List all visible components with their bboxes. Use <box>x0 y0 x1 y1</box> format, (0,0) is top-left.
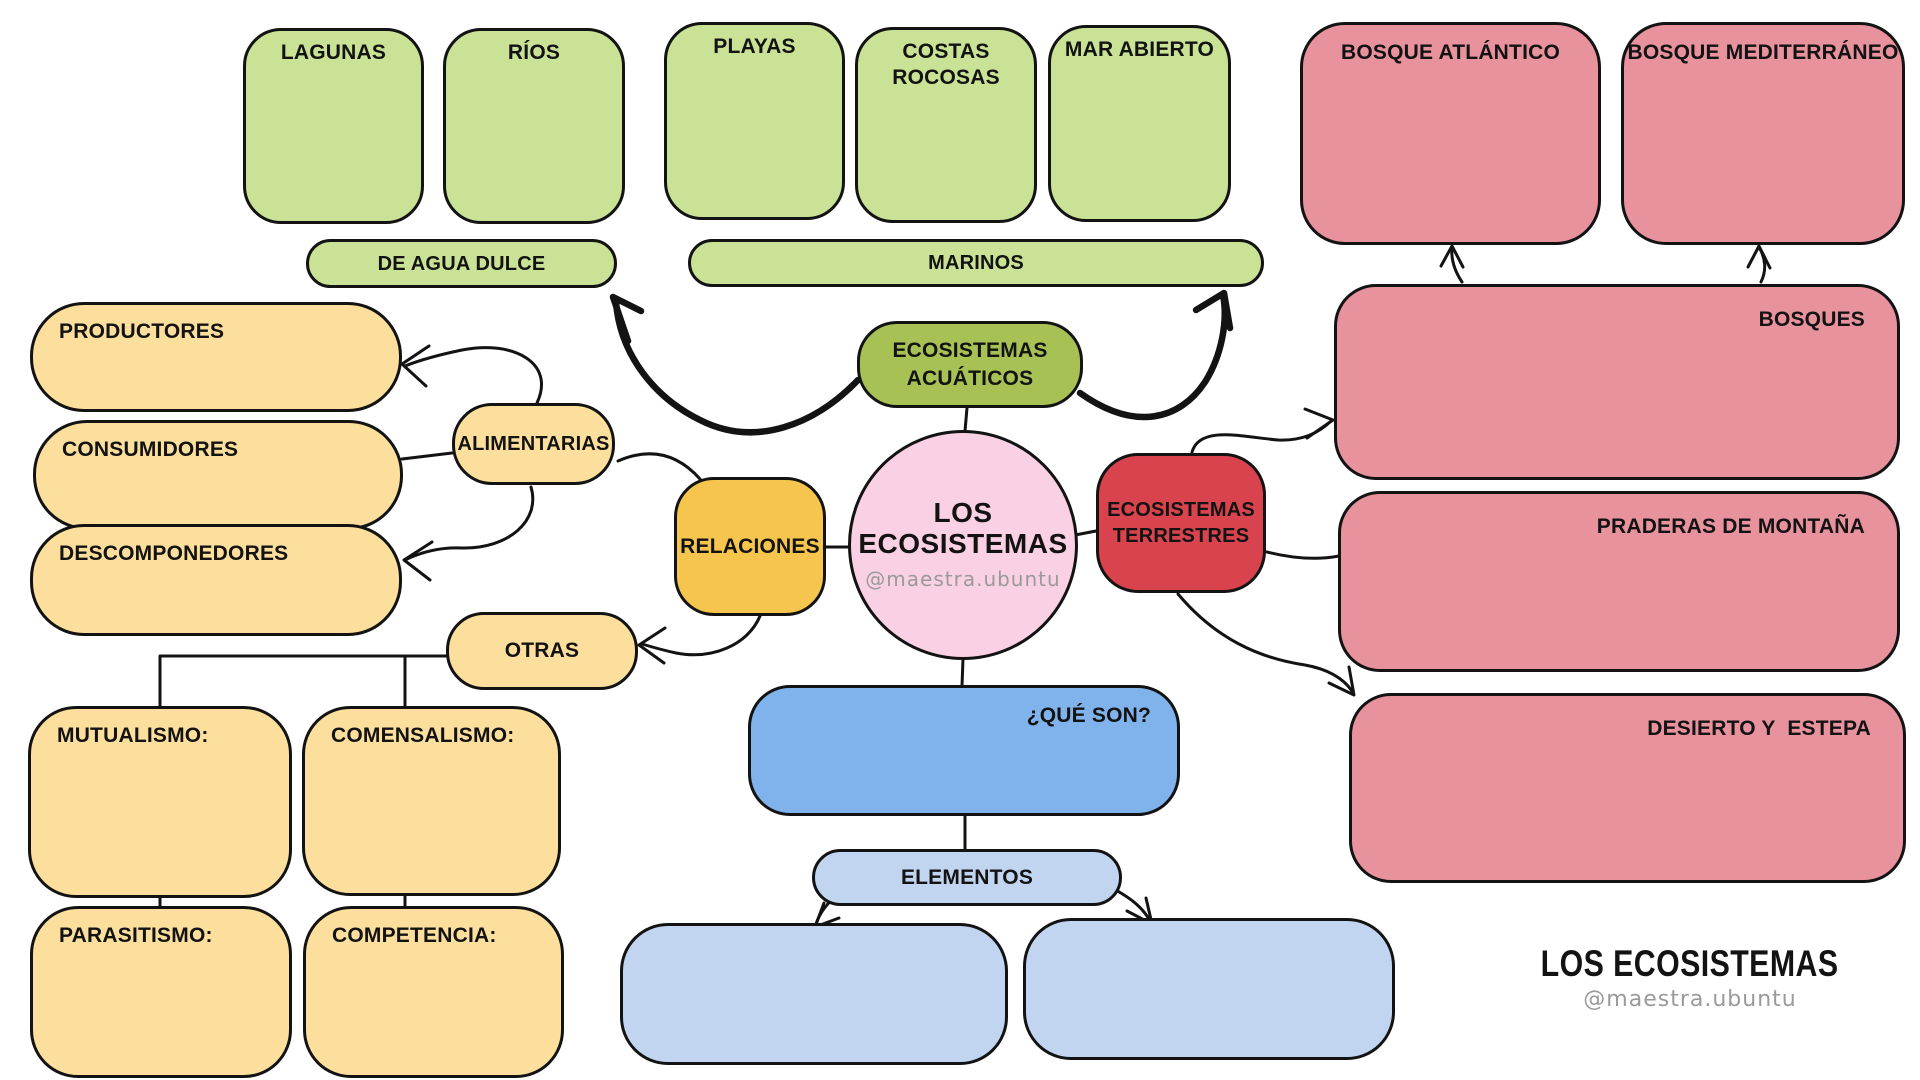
connector-alimentarias-productores <box>403 346 543 405</box>
node-alimentarias-label: ALIMENTARIAS <box>457 433 610 455</box>
box-rios: RÍOS <box>443 28 625 224</box>
box-mar-abierto-label: MAR ABIERTO <box>1064 38 1215 61</box>
arrowhead-descomponedores <box>402 540 434 582</box>
pill-de-agua-dulce: DE AGUA DULCE <box>306 239 617 288</box>
node-alimentarias: ALIMENTARIAS <box>452 403 615 485</box>
hub-ecosistemas-acuaticos: ECOSISTEMAS ACUÁTICOS <box>857 321 1083 408</box>
arrowhead-productores <box>400 344 431 388</box>
connector-centro-queson <box>960 657 965 688</box>
box-elemento-derecho <box>1023 918 1395 1060</box>
arrowhead-bosques <box>1303 407 1335 440</box>
hub-terrestres-label-line1: ECOSISTEMAS <box>1107 499 1255 521</box>
box-parasitismo: PARASITISMO: <box>30 906 292 1078</box>
box-que-son: ¿QUÉ SON? <box>748 685 1180 816</box>
pill-elementos: ELEMENTOS <box>812 849 1122 906</box>
box-bosques: BOSQUES <box>1334 284 1900 480</box>
central-title-line1: LOS <box>933 497 993 529</box>
box-costas-rocosas: COSTAS ROCOSAS <box>855 27 1037 223</box>
box-productores: PRODUCTORES <box>30 302 402 412</box>
node-otras-label: OTRAS <box>504 639 580 663</box>
arrowhead-atlantico <box>1439 244 1465 269</box>
connector-bosques-atlantico <box>1450 246 1464 284</box>
arrowhead-agua-dulce <box>609 293 645 345</box>
pill-marinos-label: MARINOS <box>928 252 1024 274</box>
box-parasitismo-label: PARASITISMO: <box>59 924 213 947</box>
signature-handle: @maestra.ubuntu <box>1583 987 1797 1012</box>
arrowhead-marinos <box>1192 289 1234 332</box>
hub-relaciones: RELACIONES <box>674 477 826 616</box>
connector-terrestres-desierto <box>1176 592 1354 693</box>
box-mutualismo: MUTUALISMO: <box>28 706 292 898</box>
connector-alimentarias-consumidores <box>400 451 454 461</box>
central-watermark: @maestra.ubuntu <box>865 566 1061 591</box>
box-mutualismo-label: MUTUALISMO: <box>57 724 209 747</box>
hub-relaciones-label: RELACIONES <box>680 534 820 558</box>
box-descomponedores-label: DESCOMPONEDORES <box>59 542 289 565</box>
hub-ecosistemas-terrestres: ECOSISTEMAS TERRESTRES <box>1096 453 1266 593</box>
connector-terrestres-bosques <box>1190 419 1333 454</box>
arrowhead-desierto <box>1327 665 1356 697</box>
node-otras: OTRAS <box>446 612 638 690</box>
connector-alimentarias-descomponedores <box>405 485 535 561</box>
signature-block: LOS ECOSISTEMAS @maestra.ubuntu <box>1500 943 1880 1012</box>
hub-terrestres-label-line2: TERRESTRES <box>1112 525 1250 547</box>
arrowhead-mediterraneo <box>1746 244 1772 270</box>
box-playas: PLAYAS <box>664 22 845 220</box>
connector-acuaticos-centro <box>963 406 969 433</box>
box-bosque-mediterraneo-label: BOSQUE MEDITERRÁNEO <box>1627 41 1899 64</box>
central-title-line2: ECOSISTEMAS <box>858 528 1068 559</box>
box-desierto-label: DESIERTO Y ESTEPA <box>1647 717 1871 740</box>
connector-acuaticos-marinos <box>1076 291 1228 421</box>
box-descomponedores: DESCOMPONEDORES <box>30 524 402 636</box>
box-mar-abierto: MAR ABIERTO <box>1048 25 1231 222</box>
arrowhead-otras <box>637 626 667 665</box>
box-playas-label: PLAYAS <box>713 35 796 58</box>
connector-acuaticos-agua-dulce <box>612 298 862 436</box>
box-praderas-label: PRADERAS DE MONTAÑA <box>1596 515 1865 538</box>
connector-terrestres-praderas <box>1265 550 1341 560</box>
box-productores-label: PRODUCTORES <box>59 320 225 343</box>
box-praderas-de-montana: PRADERAS DE MONTAÑA <box>1338 491 1900 672</box>
box-consumidores: CONSUMIDORES <box>33 420 403 530</box>
box-costas-label-line1: COSTAS <box>902 40 990 63</box>
pill-de-agua-dulce-label: DE AGUA DULCE <box>377 252 546 275</box>
connector-elementos-der <box>1112 887 1152 923</box>
box-competencia: COMPETENCIA: <box>303 906 564 1078</box>
box-lagunas-label: LAGUNAS <box>280 41 387 64</box>
box-comensalismo: COMENSALISMO: <box>302 706 561 896</box>
box-comensalismo-label: COMENSALISMO: <box>331 724 515 747</box>
hub-acuaticos-label-line2: ACUÁTICOS <box>906 366 1034 390</box>
box-bosque-atlantico-label: BOSQUE ATLÁNTICO <box>1340 41 1561 64</box>
box-bosques-label: BOSQUES <box>1758 308 1865 331</box>
box-competencia-label: COMPETENCIA: <box>332 924 497 947</box>
connector-relaciones-alimentarias <box>616 452 702 481</box>
box-elemento-izquierdo <box>620 923 1008 1065</box>
central-node-los-ecosistemas: LOS ECOSISTEMAS @maestra.ubuntu <box>848 430 1078 660</box>
box-consumidores-label: CONSUMIDORES <box>62 438 239 461</box>
signature-title: LOS ECOSISTEMAS <box>1541 943 1839 984</box>
box-bosque-atlantico: BOSQUE ATLÁNTICO <box>1300 22 1601 245</box>
pill-elementos-label: ELEMENTOS <box>900 865 1034 889</box>
connector-relaciones-otras <box>640 614 762 657</box>
hub-acuaticos-label-line1: ECOSISTEMAS <box>892 339 1048 363</box>
box-que-son-label: ¿QUÉ SON? <box>1026 704 1151 727</box>
box-costas-label-line2: ROCOSAS <box>892 66 1000 90</box>
box-lagunas: LAGUNAS <box>243 28 424 224</box>
connector-bosques-mediterraneo <box>1758 247 1767 284</box>
pill-marinos: MARINOS <box>688 239 1264 287</box>
box-rios-label: RÍOS <box>507 41 561 64</box>
connector-otras-mutualismo <box>158 654 449 708</box>
box-desierto-y-estepa: DESIERTO Y ESTEPA <box>1349 693 1906 883</box>
box-bosque-mediterraneo: BOSQUE MEDITERRÁNEO <box>1621 22 1905 245</box>
